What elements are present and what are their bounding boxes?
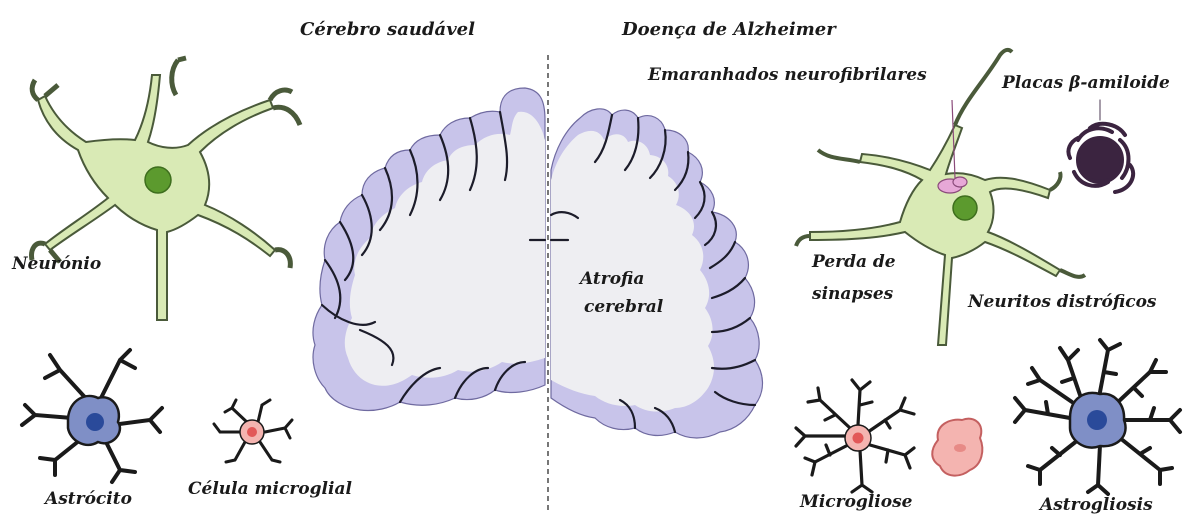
healthy-astrocyte (22, 350, 162, 482)
label-synapse-loss-line1: Perda de (812, 253, 896, 273)
healthy-brain (313, 88, 545, 411)
label-dystrophic-neurites: Neuritos distróficos (968, 293, 1157, 313)
label-synapse-loss-line2: sinapses (812, 285, 893, 305)
label-neuron: Neurónio (12, 255, 101, 275)
reactive-microglia (796, 380, 914, 492)
label-amyloid-plaques: Placas β-amiloide (1002, 74, 1170, 94)
header-healthy-brain: Cérebro saudável (300, 20, 475, 41)
healthy-neuron (32, 58, 300, 320)
label-microglial-cell: Célula microglial (188, 480, 352, 500)
label-microgliosis: Microgliose (800, 493, 912, 513)
healthy-microglia (214, 400, 292, 462)
reactive-astrocyte (1015, 340, 1180, 494)
label-astrogliosis: Astrogliosis (1040, 496, 1153, 516)
amyloid-plaque (1068, 100, 1133, 192)
amoeboid-microglia (932, 419, 982, 476)
healthy-neuron-nucleus (145, 167, 171, 193)
label-atrophy-line1: Atrofia (580, 270, 644, 290)
label-atrophy-line2: cerebral (584, 298, 663, 318)
header-alzheimer: Doença de Alzheimer (622, 20, 836, 41)
label-neurofibrillary-tangles: Emaranhados neurofibrilares (648, 66, 927, 86)
label-astrocyte: Astrócito (45, 490, 132, 510)
alzheimer-neuron-nucleus (953, 196, 977, 220)
